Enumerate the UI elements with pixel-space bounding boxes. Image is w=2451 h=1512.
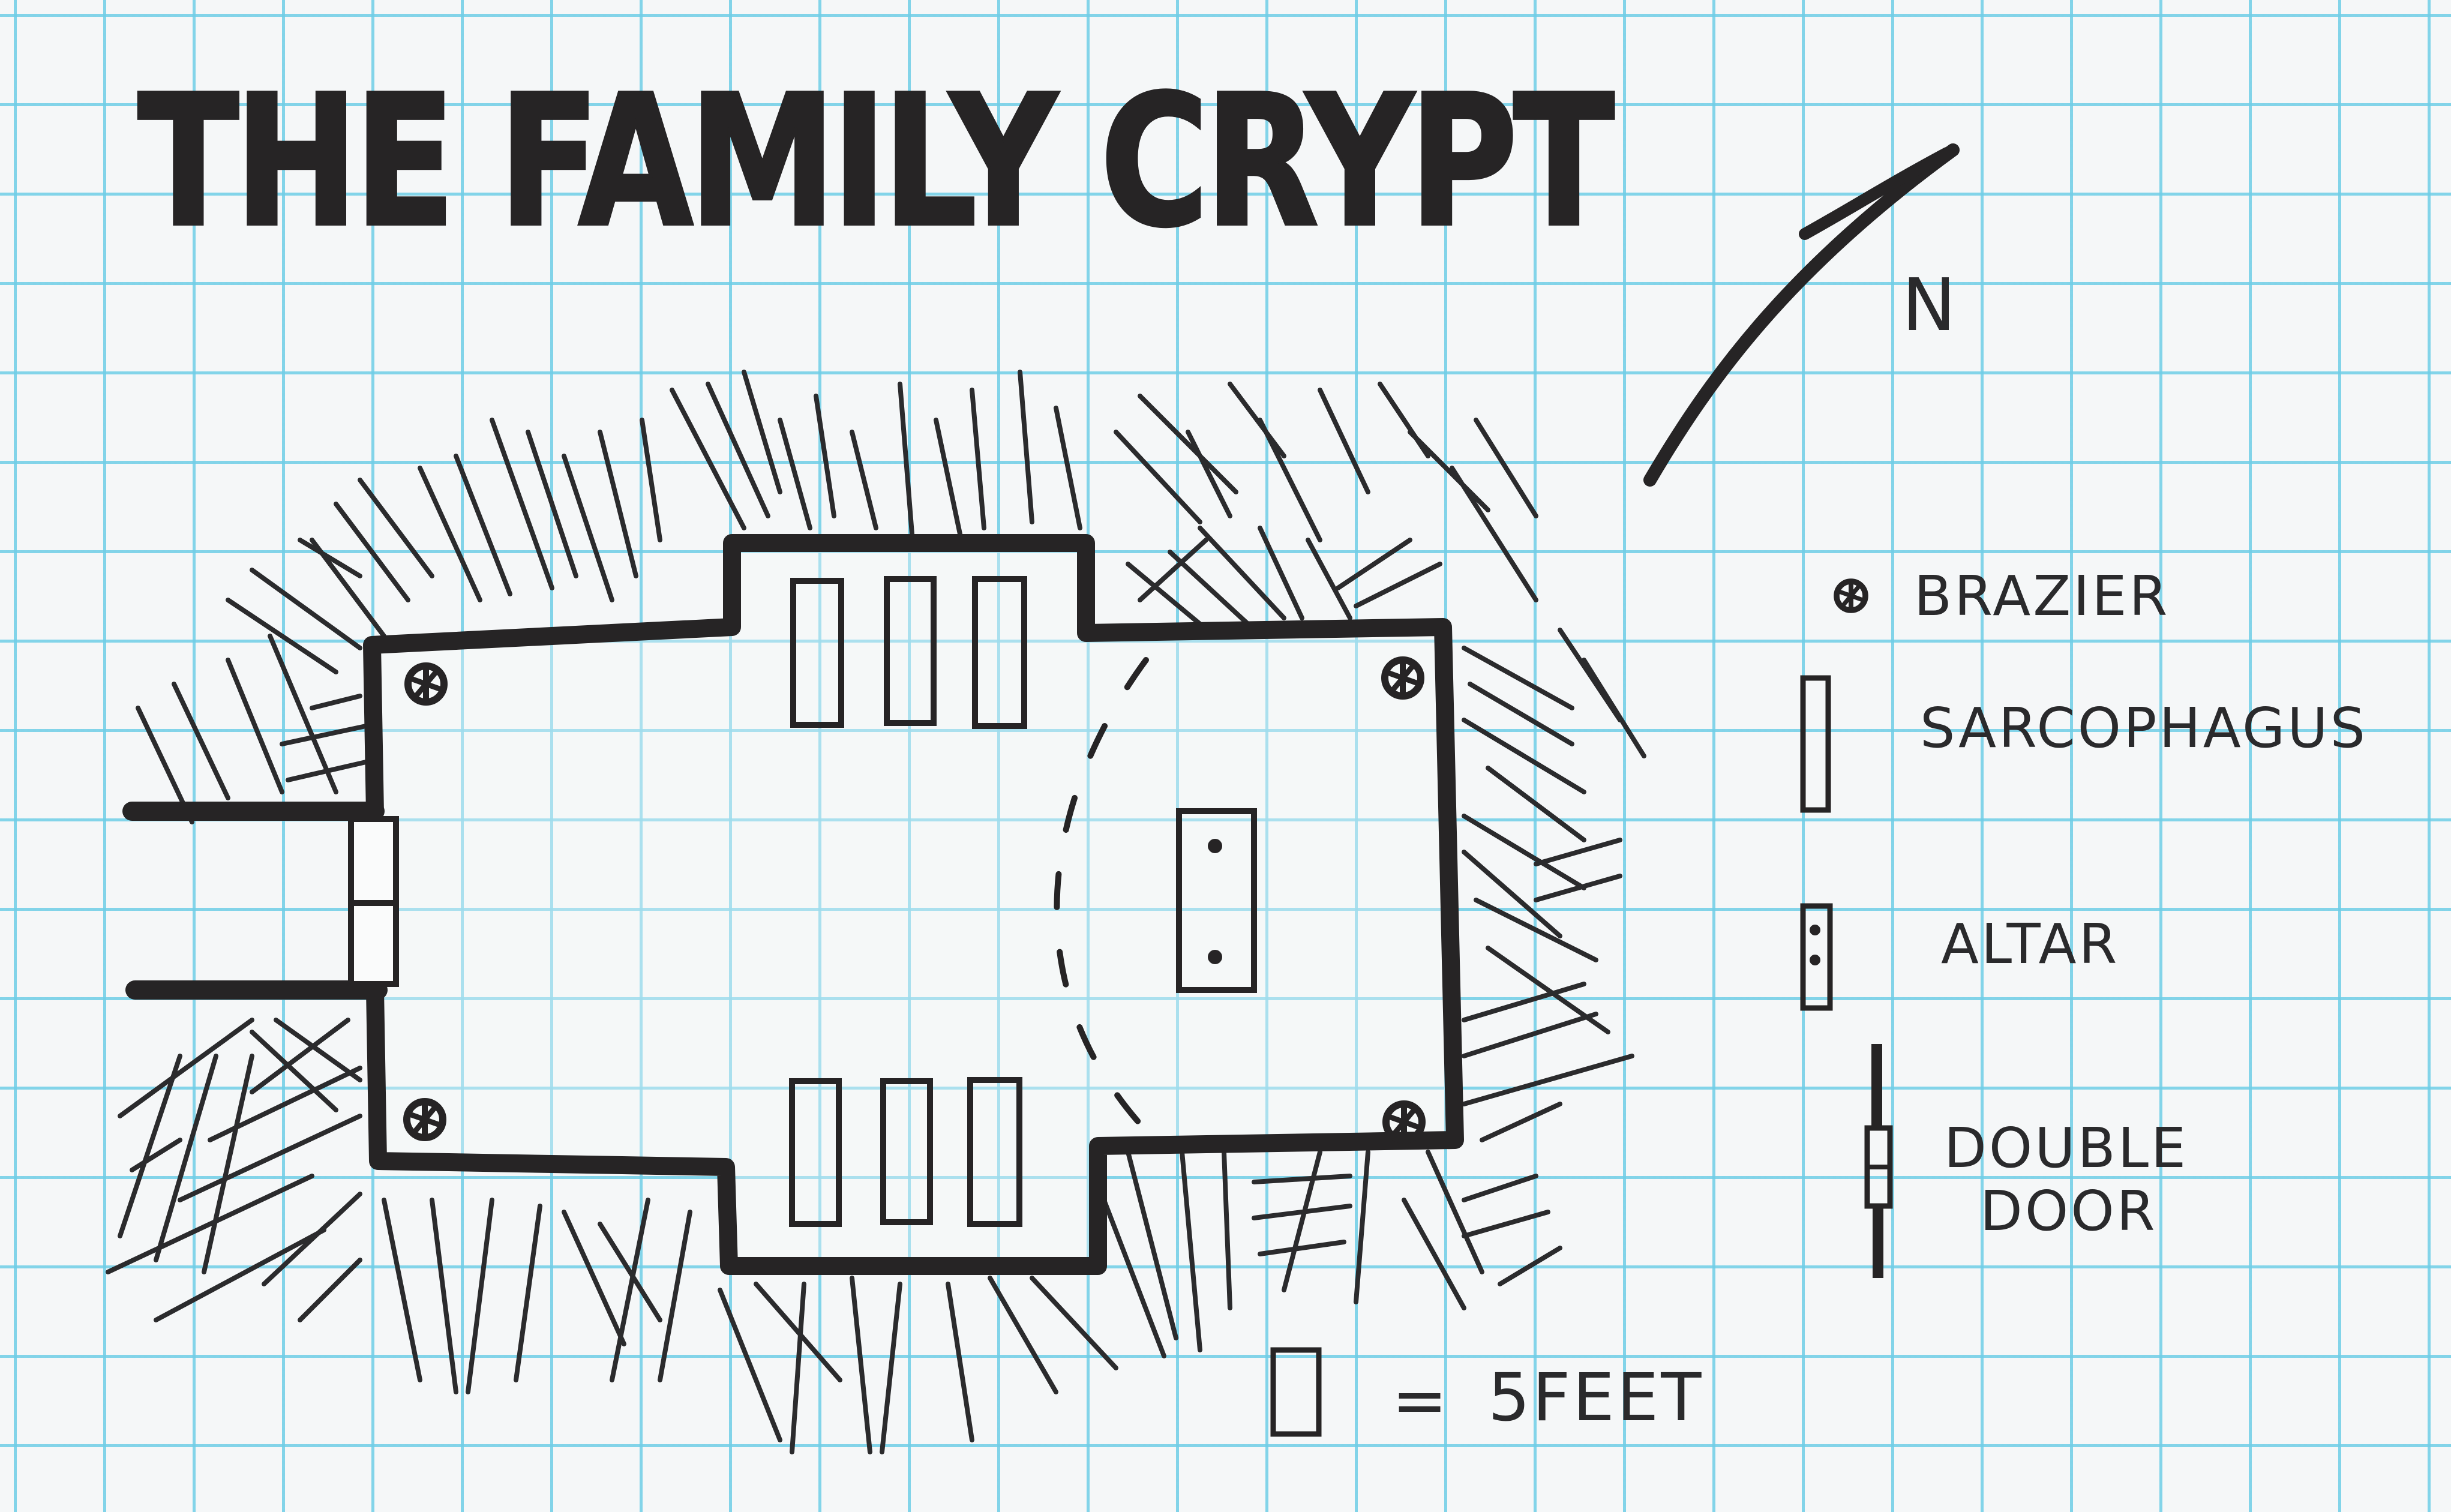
legend-brazier-icon: [1837, 581, 1865, 610]
crypt-wall: [363, 534, 1464, 1275]
legend-double-door-icon: [1864, 1044, 1893, 1278]
scale-grid-square-icon: [1270, 1347, 1322, 1437]
north-arrow-icon: [1643, 143, 1960, 487]
legend-icons: [1800, 581, 1893, 1278]
scale-equals: =: [1392, 1362, 1450, 1439]
map-title: THE FAMILY CRYPT: [137, 55, 1616, 268]
sarcophagi-north: [790, 576, 1027, 729]
legend-label-double-door-1: DOUBLE: [1944, 1116, 2189, 1180]
altar: [1176, 808, 1257, 993]
legend-label-double-door-2: DOOR: [1980, 1179, 2158, 1243]
legend-sarcophagus-icon: [1800, 675, 1831, 813]
scale-label: 5FEET: [1488, 1359, 1704, 1436]
legend-label-sarcophagus: SARCOPHAGUS: [1920, 696, 2368, 760]
legend-altar-icon: [1800, 903, 1833, 1011]
sarcophagi-south: [789, 1077, 1022, 1227]
hidden-passage-dashed-arc: [1054, 657, 1158, 1143]
legend-label-altar: ALTAR: [1941, 912, 2120, 976]
north-label: N: [1902, 264, 1958, 347]
double-door: [348, 816, 399, 987]
rock-hatching: [106, 370, 1646, 1454]
legend-label-brazier: BRAZIER: [1914, 564, 2170, 628]
